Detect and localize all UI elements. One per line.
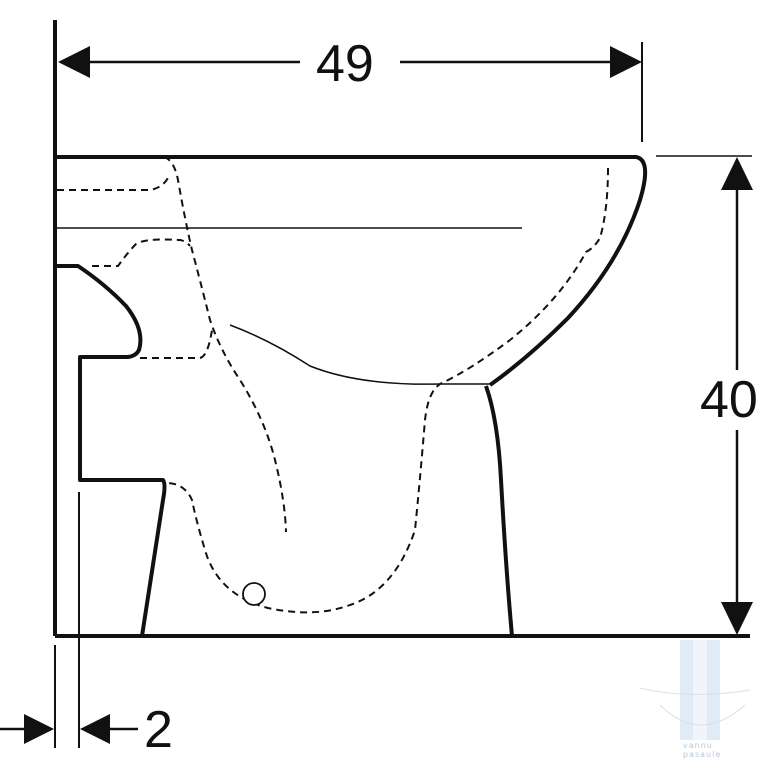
arrow-down-icon [721,602,753,635]
watermark-logo [639,640,751,740]
toilet-outline [55,155,648,637]
wall-offset-dimension-label: 2 [144,701,173,759]
arrow-left-icon [58,46,90,78]
arrow-right-icon [610,46,642,78]
width-dimension-label: 49 [316,35,374,93]
arrow-up-icon [721,157,753,190]
fixing-hole-circle [242,582,266,606]
offset-dimension-line [0,492,138,748]
arrow-right-small-icon [24,714,54,744]
height-dimension-label: 40 [700,371,758,429]
watermark-logo-text: vannu pasaule [683,741,722,759]
arrow-left-small-icon [80,714,110,744]
toilet-hidden-lines [57,156,609,614]
toilet-inner-lines [57,227,522,385]
height-dimension-line [656,155,753,635]
width-dimension-line [58,42,643,142]
